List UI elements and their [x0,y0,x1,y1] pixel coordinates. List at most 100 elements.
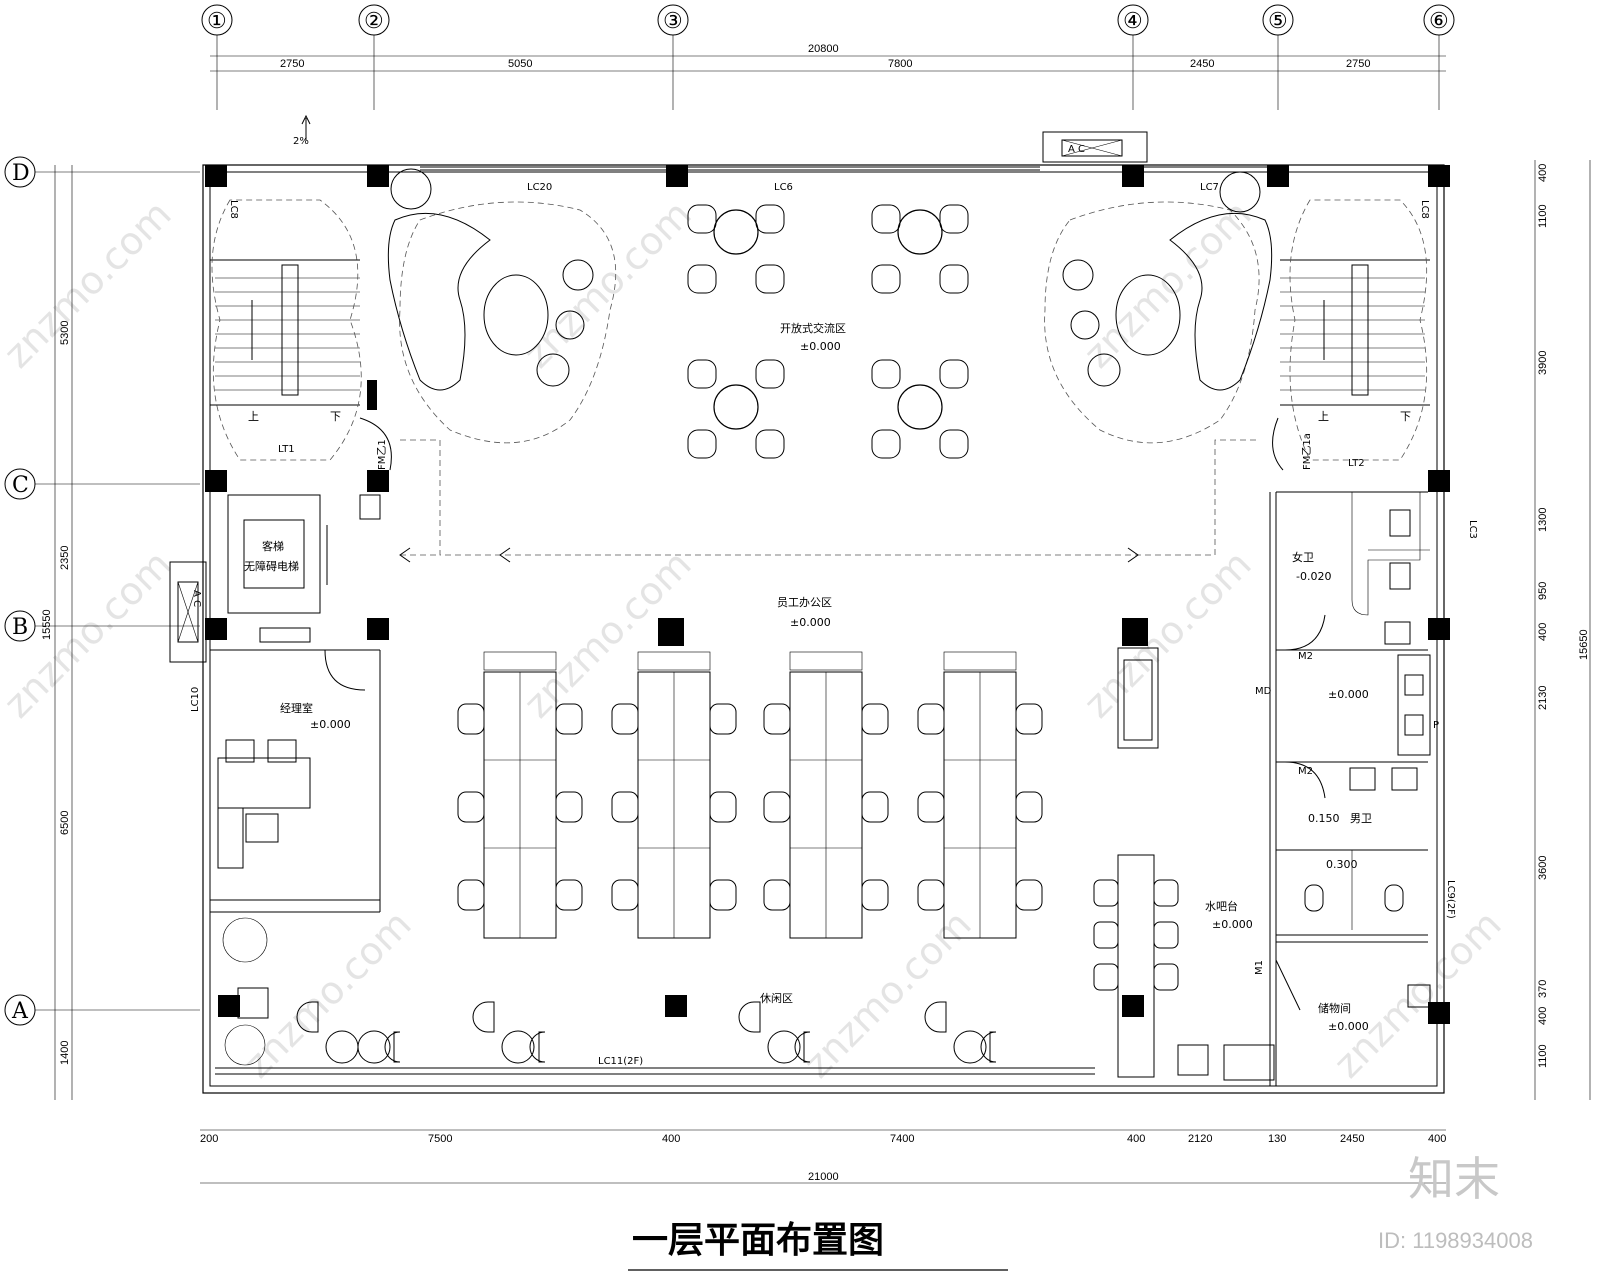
women-wc-label: 女卫 [1292,550,1314,564]
dim-total-top: 20800 [808,43,839,55]
lounge-label: 休闲区 [760,991,793,1005]
plan-title: 一层平面布置图 [632,1220,884,1261]
brand-logo: 知末 [1408,1152,1500,1206]
dim-segment: 400 [1537,623,1549,641]
ac-label: A C [1068,144,1085,155]
dim-segment: 370 [1537,980,1549,998]
dim-segment: 950 [1537,582,1549,600]
dim-segment: 5050 [508,58,532,70]
watermark-text: znzmo.com [235,902,419,1086]
brand-id: ID: 1198934008 [1378,1228,1533,1253]
wash-level: ±0.000 [1328,688,1369,701]
grid-axes-top: ① ② ③ ④ ⑤ ⑥ [201,4,1455,110]
dim-segment: 2130 [1537,686,1549,710]
elevator-label: 客梯 [262,539,284,553]
grid-label: ① [207,9,227,34]
men-level-1: 0.150 [1308,812,1340,825]
tag-lc9: LC9(2F) [1445,880,1456,919]
stair-down-label-2: 下 [1400,410,1411,423]
ac-label-2: A C [191,590,202,607]
stair-lt2: 上 下 [1280,199,1430,461]
stair-down-label: 下 [330,410,341,423]
open-area-label: 开放式交流区 [780,321,846,335]
circulation-path [399,439,1260,563]
tag-fm1a: FM乙1a [1301,433,1313,470]
cafe-tables: 开放式交流区 ±0.000 [687,204,969,459]
dim-segment: 1100 [1537,1044,1549,1068]
stair-up-label-2: 上 [1318,410,1329,423]
office-level: ±0.000 [790,616,831,629]
grid-label: C [12,473,29,498]
tag-lt2: LT2 [1348,458,1365,469]
storage-label: 储物间 [1318,1001,1351,1015]
dim-segment: 2450 [1340,1133,1364,1145]
dim-segment: 6500 [59,811,71,835]
dim-segment: 5300 [59,321,71,345]
elevator-sublabel: 无障碍电梯 [244,559,299,573]
men-wc-label: 男卫 [1350,812,1372,825]
dim-segment: 1400 [59,1041,71,1065]
men-level-2: 0.300 [1326,858,1358,871]
dim-segment: 2750 [280,58,304,70]
ac-units: A C A C [169,114,1148,663]
structural-columns [205,165,1450,1024]
tag-lc6: LC6 [774,182,793,193]
dimension-top: 20800 2750 5050 7800 2450 2750 [210,43,1446,72]
dim-segment: 2120 [1188,1133,1212,1145]
planter-row [483,651,1017,671]
watermark-text: znzmo.com [795,902,979,1086]
brand-watermark: 知末 ID: 1198934008 [1378,1152,1533,1253]
water-bar: 水吧台 ±0.000 [1093,854,1275,1081]
dim-segment: 3600 [1537,856,1549,880]
tag-lc7: LC7 [1200,182,1219,193]
open-area-level: ±0.000 [800,340,841,353]
grid-label: B [12,615,28,640]
dim-total-right: 15650 [1578,629,1590,660]
grid-label: ④ [1123,9,1143,34]
dim-segment: 7800 [888,58,912,70]
women-wc-level: -0.020 [1296,570,1331,583]
dim-segment: 400 [1537,1007,1549,1025]
dim-segment: 2350 [59,546,71,570]
tag-lc11: LC11(2F) [598,1056,643,1067]
watermark-text: znzmo.com [1325,902,1509,1086]
stair-lt1: 上 下 [210,199,381,520]
tag-p: P [1433,720,1439,731]
grid-label: ⑥ [1429,9,1449,34]
tag-lc10: LC10 [190,687,201,712]
grid-label: A [11,999,29,1024]
drawing-title: 一层平面布置图 [628,1220,1008,1271]
workstations: 员工办公区 ±0.000 [457,596,1043,939]
water-bar-level: ±0.000 [1212,918,1253,931]
tag-lc3: LC3 [1467,520,1478,539]
tag-lc20: LC20 [527,182,552,193]
dim-segment: 400 [1537,164,1549,182]
dim-segment: 2450 [1190,58,1214,70]
window-tags: LC20 LC6 LC7 LC8 LC8 LC10 LC11(2F) LC3 L… [190,136,1478,1067]
tag-md: MD [1255,686,1272,697]
storage-level: ±0.000 [1328,1020,1369,1033]
tag-lc8: LC8 [228,200,239,219]
dimension-bottom: 21000 200 7500 400 7400 400 2120 130 245… [200,1129,1446,1184]
grid-label: ③ [663,9,683,34]
tag-lc8-right: LC8 [1419,200,1430,219]
tag-m2: M2 [1298,651,1313,662]
office-label: 员工办公区 [777,596,832,609]
dim-total-left: 15550 [41,609,53,640]
watermark-text: znzmo.com [1075,192,1259,376]
dim-segment: 7500 [428,1133,452,1145]
grid-axes-left: D C B A 15550 5300 2350 6500 1400 [4,156,200,1100]
dim-segment: 7400 [890,1133,914,1145]
dim-segment: 2750 [1346,58,1370,70]
tag-m2b: M2 [1298,766,1313,777]
stair-up-label: 上 [248,410,259,423]
tag-fm1: FM乙1 [376,439,388,470]
storage-cabinet [1117,647,1159,749]
water-bar-label: 水吧台 [1205,899,1238,913]
lounge-seating: 休闲区 [222,917,997,1066]
dimension-right: 15650 400 1100 3900 1300 950 400 2130 36… [1534,160,1591,1100]
tag-slope: 2% [293,136,309,147]
dim-segment: 400 [1127,1133,1145,1145]
tag-m1: M1 [1254,960,1265,975]
